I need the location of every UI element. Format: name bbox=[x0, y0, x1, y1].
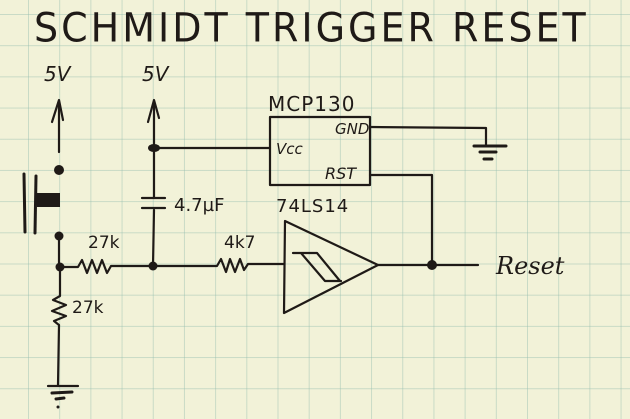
resistor-label-pulldown: 27k bbox=[72, 298, 104, 318]
wire-gnd bbox=[368, 125, 488, 148]
resistor-series-27k bbox=[58, 258, 155, 275]
pin-label-rst: RST bbox=[325, 164, 357, 183]
resistor-pulldown-27k bbox=[50, 265, 68, 387]
pin-label-vcc: Vcc bbox=[276, 140, 303, 158]
schmitt-part-label: 74LS14 bbox=[276, 196, 350, 217]
resistor-label-input: 4k7 bbox=[224, 233, 256, 253]
switch-contact-bottom bbox=[54, 231, 64, 241]
supply-label-right: 5V bbox=[142, 62, 169, 86]
schmitt-trigger-buffer bbox=[282, 219, 380, 315]
mcp130-part-label: MCP130 bbox=[268, 92, 356, 116]
pushbutton-switch bbox=[22, 172, 60, 235]
ground-symbol-left bbox=[46, 384, 80, 409]
supply-label-left: 5V bbox=[44, 62, 71, 86]
pin-label-gnd: GND bbox=[335, 120, 370, 138]
resistor-input-4k7 bbox=[151, 257, 286, 274]
output-label-reset: Reset bbox=[496, 252, 565, 280]
wire-rst bbox=[368, 173, 434, 268]
wire-cap-to-node bbox=[151, 208, 156, 268]
junction-output bbox=[427, 260, 437, 270]
diagram-title: SCHMIDT TRIGGER RESET bbox=[34, 4, 589, 52]
ground-symbol-right bbox=[472, 144, 508, 161]
vcc-arrow-right bbox=[146, 98, 161, 150]
hysteresis-icon bbox=[291, 251, 343, 283]
vcc-arrow-left bbox=[50, 98, 65, 154]
capacitor-4-7uf bbox=[140, 196, 167, 210]
capacitor-label: 4.7µF bbox=[174, 195, 225, 216]
switch-contact-top bbox=[54, 165, 64, 175]
mcp130-ic-body bbox=[268, 115, 372, 187]
switch-actuator bbox=[37, 193, 60, 207]
resistor-label-series: 27k bbox=[88, 233, 120, 253]
